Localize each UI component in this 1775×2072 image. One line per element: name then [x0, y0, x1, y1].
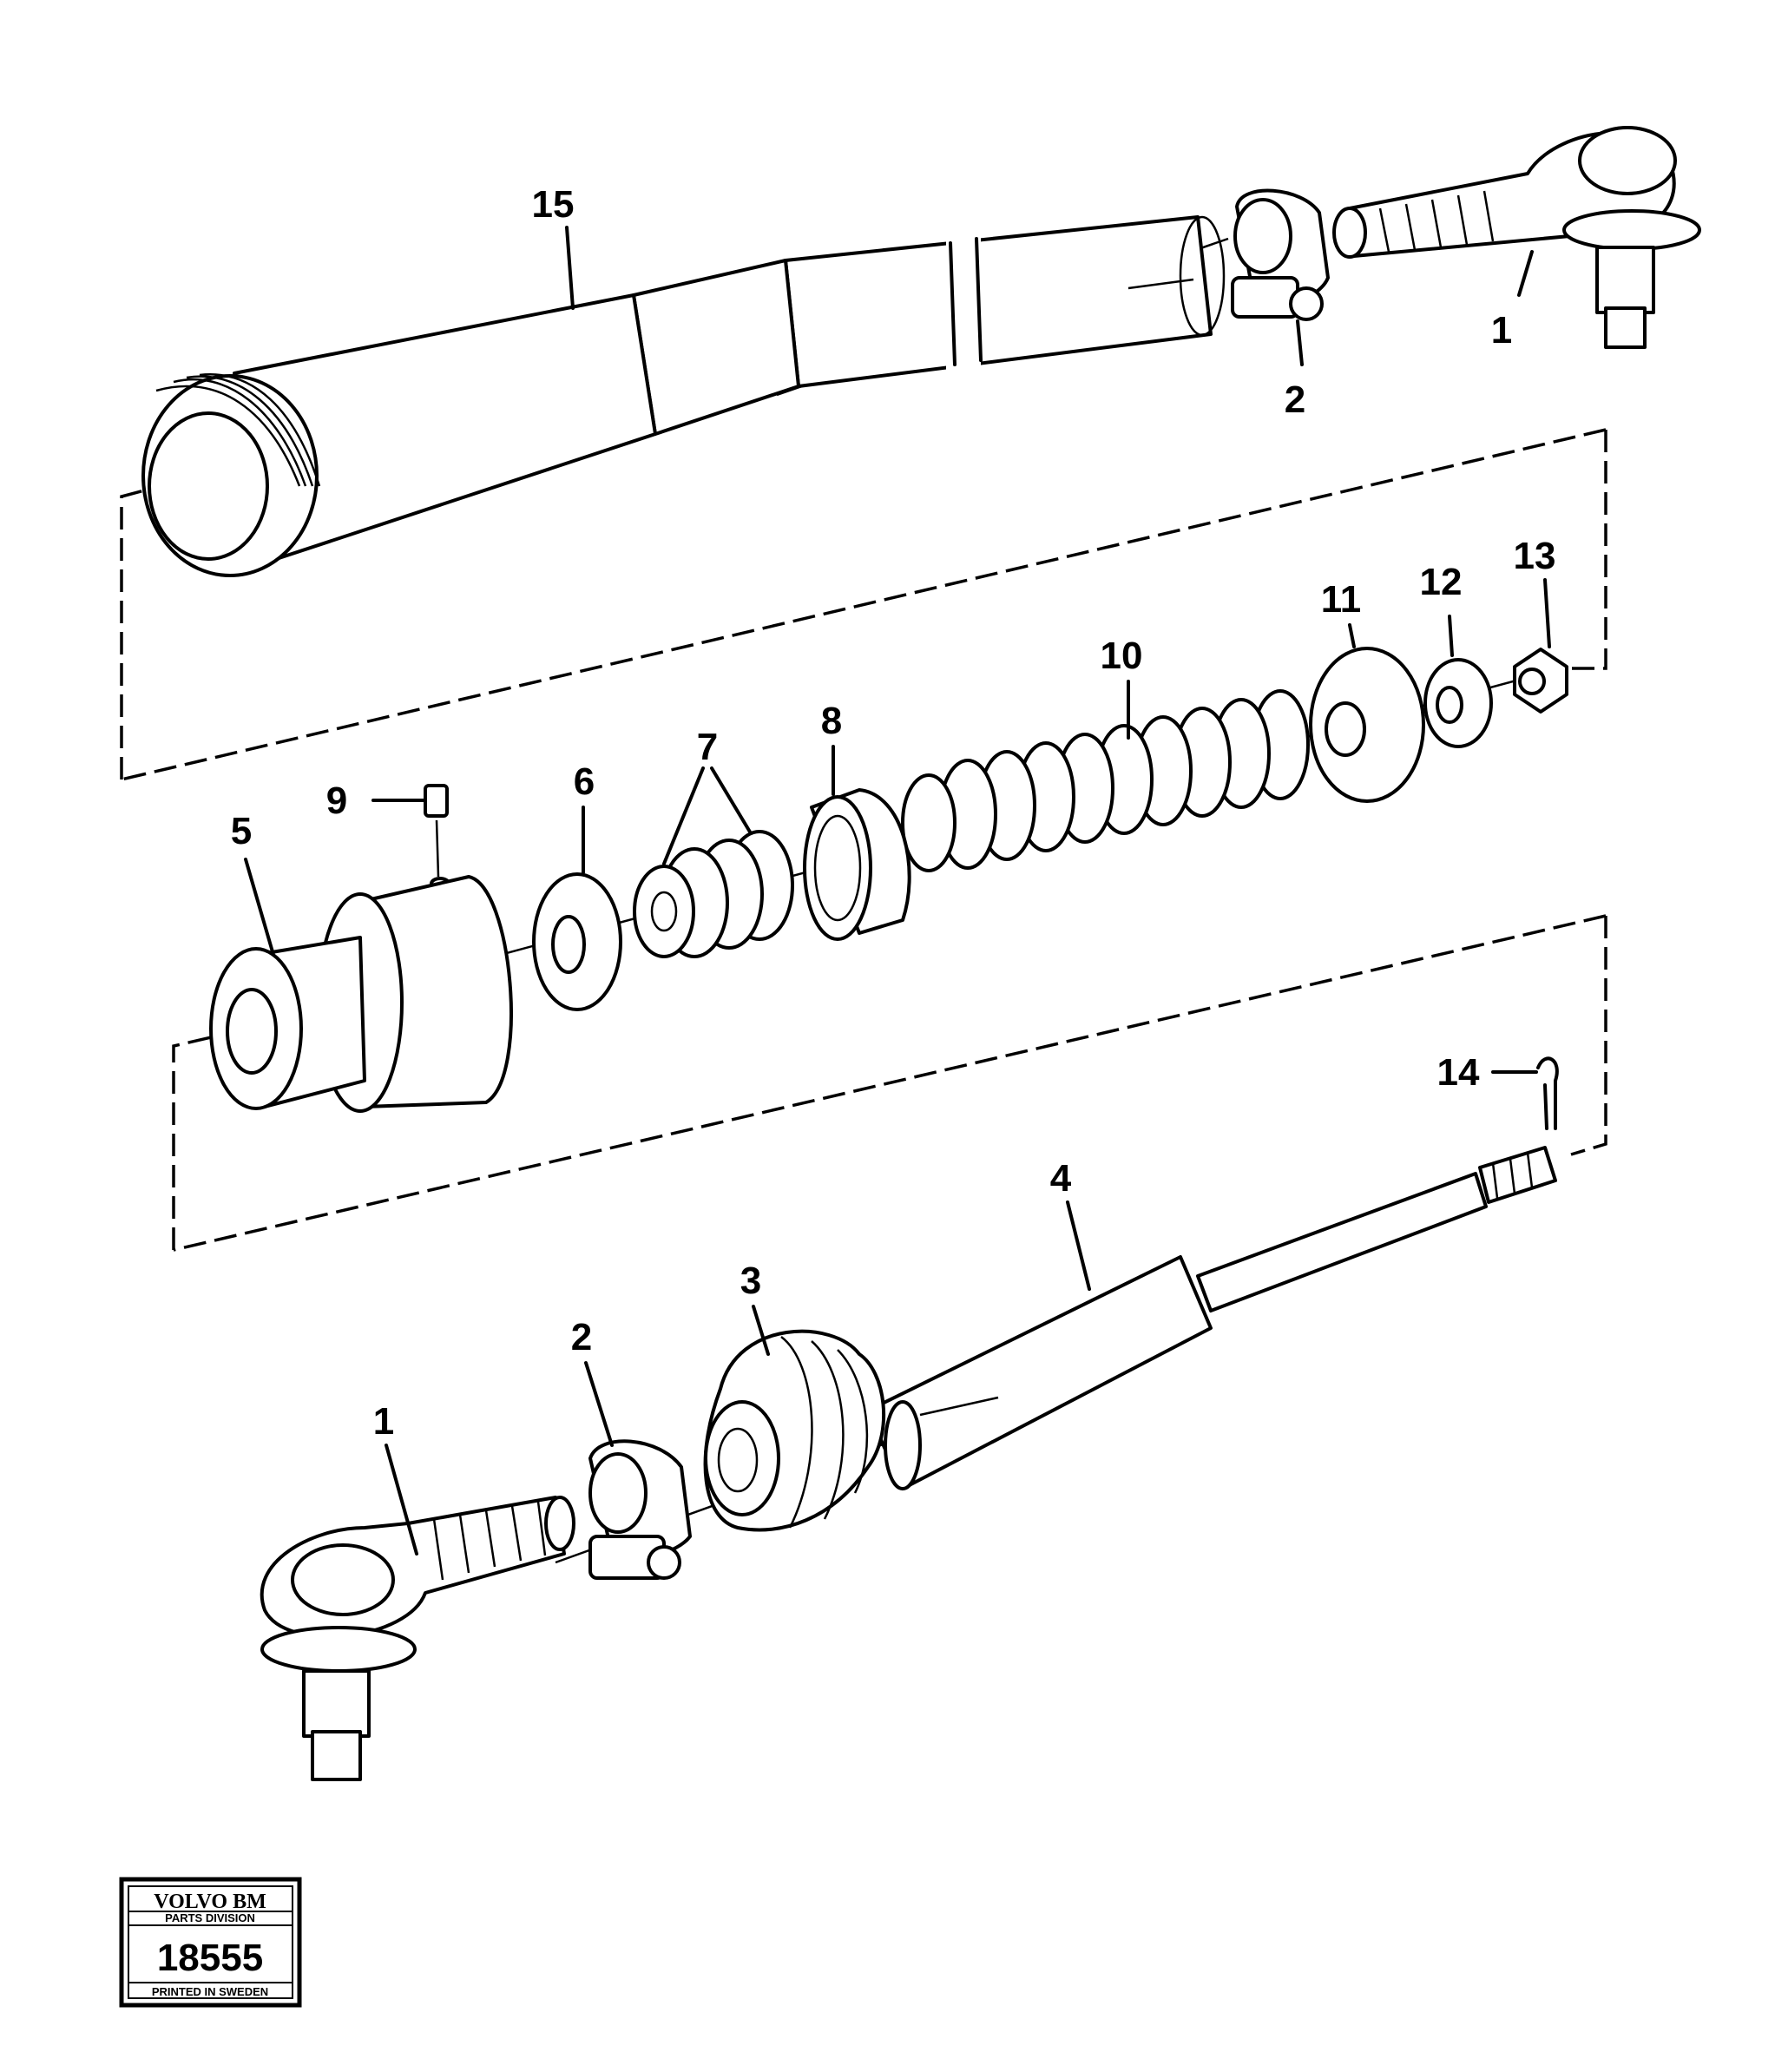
callout-7: 7 — [697, 726, 718, 768]
part-13-nut — [1513, 648, 1568, 714]
part-3-boot — [703, 1329, 886, 1532]
part-7-seals — [633, 830, 794, 958]
callout-15: 15 — [532, 183, 575, 226]
part-1-top-ball-joint — [1332, 126, 1701, 349]
part-9-set-screw — [424, 784, 450, 891]
part-6-washer — [532, 872, 622, 1011]
volvo-bm-stamp: VOLVO BM PARTS DIVISION 18555 PRINTED IN… — [119, 1877, 302, 2008]
callout-3: 3 — [740, 1260, 761, 1302]
part-2-top-clamp — [1231, 188, 1330, 321]
part-14-split-pin — [1536, 1056, 1559, 1130]
callout-1-top: 1 — [1491, 309, 1512, 352]
part-1-bottom-ball-joint — [260, 1496, 575, 1781]
callout-11: 11 — [1321, 578, 1362, 621]
part-12-washer — [1423, 658, 1493, 748]
callout-4: 4 — [1050, 1157, 1072, 1200]
callout-14: 14 — [1437, 1051, 1480, 1094]
callout-1-bottom: 1 — [373, 1400, 394, 1443]
part-4-rod — [866, 1146, 1557, 1490]
part-10-spring — [901, 689, 1310, 872]
part-15-cylinder-tube — [141, 215, 1226, 577]
stamp-footer: PRINTED IN SWEDEN — [152, 1985, 268, 1998]
stamp-division: PARTS DIVISION — [165, 1911, 255, 1924]
callout-8: 8 — [821, 700, 842, 742]
stamp-number: 18555 — [157, 1937, 263, 1979]
callout-6: 6 — [574, 760, 595, 803]
part-11-spring-seat — [1309, 647, 1425, 803]
stamp-brand: VOLVO BM — [154, 1891, 266, 1913]
callout-labels: 1 2 15 13 12 11 10 8 7 6 9 5 14 4 3 2 1 — [231, 183, 1556, 1443]
callout-13: 13 — [1514, 535, 1556, 577]
callout-12: 12 — [1420, 561, 1463, 603]
part-5-piston-housing — [209, 875, 513, 1113]
callout-5: 5 — [231, 810, 252, 852]
leader-lines — [244, 226, 1551, 1556]
callout-2-top: 2 — [1285, 378, 1305, 421]
callout-2-bottom: 2 — [571, 1316, 592, 1358]
callout-9: 9 — [326, 779, 347, 822]
part-2-bottom-clamp — [588, 1439, 692, 1580]
part-8-sleeve — [803, 788, 911, 941]
callout-10: 10 — [1101, 635, 1143, 677]
